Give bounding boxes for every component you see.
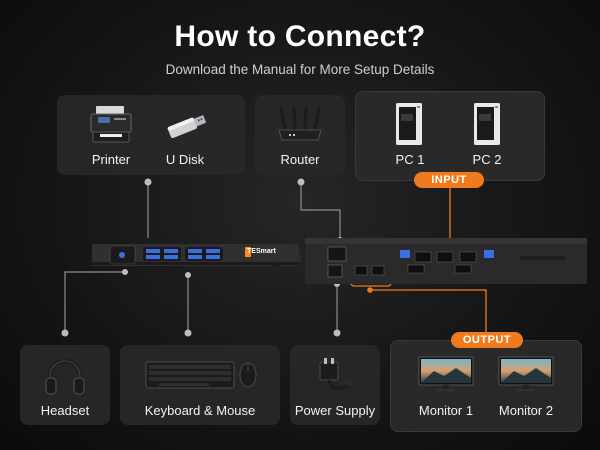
bottom-device-label: Headset (40, 403, 90, 418)
page-subtitle: Download the Manual for More Setup Detai… (165, 62, 435, 77)
pc-tower-icon (396, 103, 422, 145)
monitor-icon (418, 356, 474, 391)
top-device-label: Router (280, 152, 320, 167)
input-badge: INPUT (414, 172, 484, 188)
top-device-label: Printer (91, 152, 131, 167)
printer-icon (90, 106, 132, 143)
power-adapter-icon (319, 358, 354, 390)
top-device-label: PC 2 (472, 152, 502, 167)
headset-icon (45, 359, 85, 395)
kvm-switch-front (92, 244, 302, 266)
bottom-device-label: Keyboard & Mouse (144, 403, 256, 418)
card-pcs (355, 91, 545, 181)
card-power-supply (290, 345, 380, 425)
bottom-device-label: Power Supply (294, 403, 376, 418)
card-monitors (390, 340, 582, 432)
monitor-icon (498, 356, 554, 391)
card-peripherals (57, 95, 245, 175)
bottom-device-label: Monitor 1 (418, 403, 474, 418)
card-headset (20, 345, 110, 425)
top-device-label: U Disk (165, 152, 205, 167)
device-brand: TESmart (247, 248, 276, 255)
kvm-switch-rear (305, 238, 587, 284)
top-device-label: PC 1 (395, 152, 425, 167)
usb-drive-icon (167, 115, 207, 139)
router-icon (278, 105, 322, 141)
output-badge: OUTPUT (451, 332, 523, 348)
bottom-device-label: Monitor 2 (498, 403, 554, 418)
keyboard-mouse-icon (145, 361, 257, 389)
page-title: How to Connect? (174, 20, 426, 53)
pc-tower-icon (474, 103, 500, 145)
